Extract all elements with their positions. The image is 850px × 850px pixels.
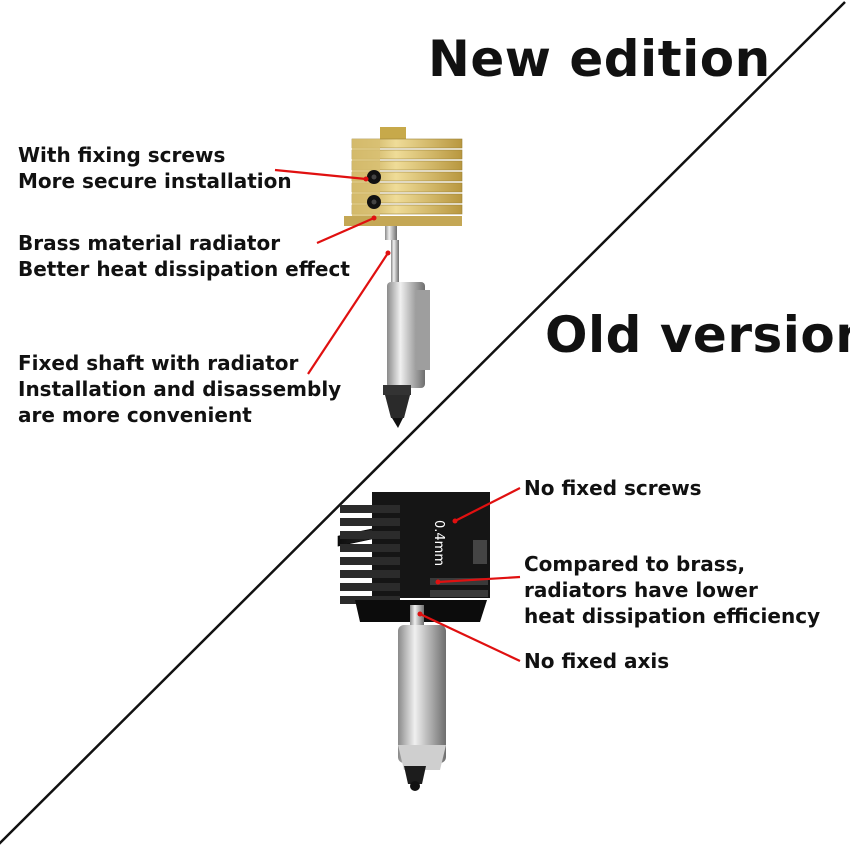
label-line: Fixed shaft with radiator <box>18 351 299 375</box>
label-line: Installation and disassembly <box>18 377 342 401</box>
label-line: radiators have lower <box>524 578 758 602</box>
nozzle-size-marking: 0.4mm <box>431 520 446 566</box>
label-line: With fixing screws <box>18 143 226 167</box>
title-old-version: Old version <box>545 306 850 364</box>
pointer-lower-efficiency <box>437 575 521 584</box>
label-fixed-shaft: Fixed shaft with radiator Installation a… <box>18 350 341 428</box>
label-fixing-screws: With fixing screws More secure installat… <box>18 142 292 194</box>
label-line: No fixed screws <box>524 476 702 500</box>
pointer-screws <box>274 168 367 181</box>
label-line: More secure installation <box>18 169 292 193</box>
brass-hotend-image <box>344 127 463 428</box>
label-line: Better heat dissipation effect <box>18 257 350 281</box>
label-line: heat dissipation efficiency <box>524 604 821 628</box>
label-line: No fixed axis <box>524 649 670 673</box>
pointer-shaft <box>307 252 389 375</box>
label-no-fixed-screws: No fixed screws <box>524 475 702 501</box>
label-line: Brass material radiator <box>18 231 281 255</box>
old-pointer-lines <box>419 487 521 662</box>
label-no-fixed-axis: No fixed axis <box>524 648 669 674</box>
pointer-radiator <box>316 216 375 245</box>
title-new-edition: New edition <box>428 30 771 88</box>
black-hotend-image <box>337 492 490 791</box>
label-line: Compared to brass, <box>524 552 746 576</box>
label-line: are more convenient <box>18 403 252 427</box>
new-pointer-lines <box>274 168 389 375</box>
pointer-no-axis <box>419 613 521 662</box>
label-brass-radiator: Brass material radiator Better heat diss… <box>18 230 350 282</box>
label-lower-efficiency: Compared to brass, radiators have lower … <box>524 551 820 629</box>
pointer-no-screws <box>454 487 521 522</box>
